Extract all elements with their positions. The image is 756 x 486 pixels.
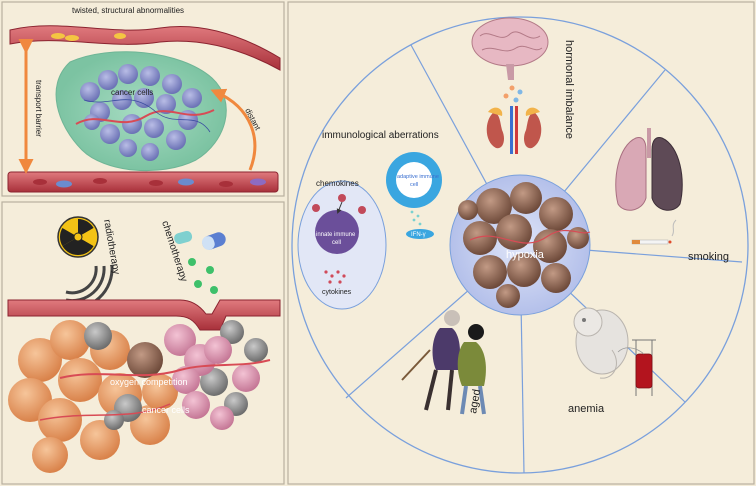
blood-bag-icon <box>617 339 656 396</box>
smoking-label: smoking <box>688 251 729 263</box>
cigarette-icon <box>631 219 677 245</box>
transport-barrier-label: transport barrier <box>34 80 43 137</box>
innate-immune-label-2: cell <box>332 240 341 246</box>
chemokines-label: chemokines <box>316 179 359 188</box>
innate-immune-cell <box>315 210 359 254</box>
innate-immune-oval <box>297 180 387 310</box>
cytokines-label: cytokines <box>322 289 352 296</box>
adaptive-immune-label-1: adaptive immune <box>397 174 439 180</box>
ifn-gamma-label: IFN-γ <box>411 232 426 238</box>
anemia-label: anemia <box>568 403 605 415</box>
tumor-vessel-band <box>7 299 281 331</box>
immunological-aberrations-label: immunological aberrations <box>322 130 439 141</box>
distant-arrow <box>210 88 257 171</box>
factor-wheel: hypoxia hormonal imbalance <box>291 16 749 474</box>
elderly-couple-icon <box>401 310 486 415</box>
adaptive-immune-cell <box>386 152 442 239</box>
cancer-cells-label: cancer cells <box>111 88 153 97</box>
aged-label: aged <box>467 388 483 414</box>
chemo-pill-icon <box>174 230 226 250</box>
panel-title: twisted, structural abnormalities <box>72 6 184 15</box>
cancer-cells-bottom-label: cancer cells <box>142 405 190 415</box>
cancer-cell-cluster <box>80 64 202 161</box>
hypoxia-label: hypoxia <box>506 249 545 261</box>
tumor-cells-left <box>8 320 178 473</box>
hormone-dots <box>503 85 523 103</box>
tumor-vessel <box>75 109 215 125</box>
kidney-adrenal-icon <box>486 106 542 154</box>
top-left-illustration: cancer cells transport barrier distant t… <box>7 6 281 193</box>
brain-icon <box>471 17 549 80</box>
innate-immune-label-1: innate immune <box>316 232 356 238</box>
lungs-icon <box>615 128 683 211</box>
radiation-icon <box>57 216 99 258</box>
bottom-vessel <box>7 171 279 193</box>
adaptive-immune-label-2: cell <box>410 182 418 188</box>
fetus-icon <box>573 307 629 379</box>
hormonal-imbalance-label: hormonal imbalance <box>563 40 575 139</box>
oxygen-competition-label: oxygen competition <box>110 377 188 387</box>
hypoxia-cell-cluster <box>458 182 589 308</box>
vessel-cell-1 <box>51 33 65 39</box>
vessel-cell-3 <box>114 33 126 39</box>
vessel-cell-2 <box>65 35 79 41</box>
